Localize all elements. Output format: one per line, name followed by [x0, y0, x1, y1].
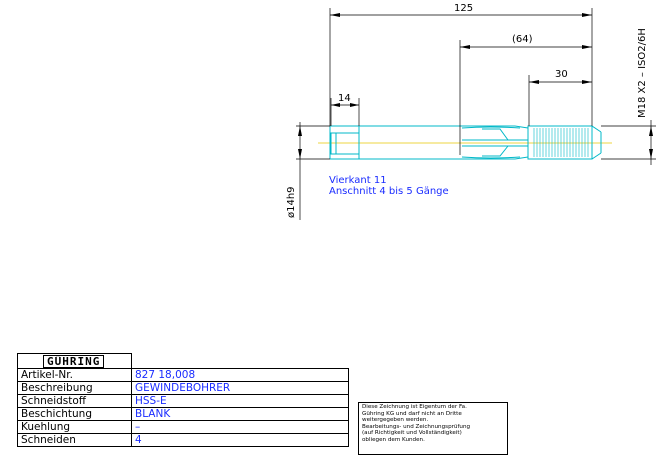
row-value: BLANK [131, 407, 349, 421]
title-block-logo-row: GÜHRING [17, 353, 349, 369]
shank-diameter-label: ø14h9 [286, 186, 297, 218]
table-row: Schneidstoff HSS-E [17, 394, 349, 408]
dimension-arrows [298, 13, 653, 159]
table-row: Beschichtung BLANK [17, 407, 349, 421]
thread-hatch [533, 128, 589, 157]
notice-line: Gühring KG und darf nicht an Dritte [362, 410, 462, 417]
row-value: 4 [131, 433, 349, 447]
row-label: Schneiden [17, 433, 132, 447]
row-value: HSS-E [131, 394, 349, 408]
logo-spacer [131, 353, 349, 369]
dimension-lines [296, 8, 656, 220]
note-chamfer: Anschnitt 4 bis 5 Gänge [329, 186, 449, 197]
thread-spec-label: M18 X2 – ISO2/6H [637, 28, 648, 118]
notice-line: (auf Richtigkeit und Vollständigkeit) [362, 430, 462, 437]
note-square: Vierkant 11 [329, 175, 387, 186]
table-row: Beschreibung GEWINDEBOHRER [17, 381, 349, 395]
dim-thread-section: (64) [512, 34, 533, 45]
row-label: Schneidstoff [17, 394, 132, 408]
row-label: Beschichtung [17, 407, 132, 421]
notice-line: Bearbeitungs- und Zeichnungsprüfung [362, 423, 471, 430]
notice-line: weitergegeben werden. [362, 417, 429, 424]
ownership-notice: Diese Zeichnung ist Eigentum der Fa. Güh… [358, 402, 508, 455]
notice-line: Diese Zeichnung ist Eigentum der Fa. [362, 404, 467, 410]
table-row: Schneiden 4 [17, 433, 349, 447]
dim-total-length: 125 [454, 3, 473, 14]
logo-cell: GÜHRING [17, 353, 132, 369]
dim-thread-length: 30 [555, 69, 568, 80]
row-value: – [131, 420, 349, 434]
dim-square-length: 14 [338, 93, 351, 104]
notice-line: obliegen dem Kunden. [362, 436, 425, 443]
title-block: GÜHRING Artikel-Nr. 827 18,008 Beschreib… [17, 353, 349, 447]
row-value: GEWINDEBOHRER [131, 381, 349, 395]
row-label: Beschreibung [17, 381, 132, 395]
row-label: Artikel-Nr. [17, 368, 132, 382]
table-row: Artikel-Nr. 827 18,008 [17, 368, 349, 382]
row-value: 827 18,008 [131, 368, 349, 382]
company-logo: GÜHRING [43, 354, 105, 368]
table-row: Kuehlung – [17, 420, 349, 434]
row-label: Kuehlung [17, 420, 132, 434]
tap-outline [329, 125, 602, 160]
